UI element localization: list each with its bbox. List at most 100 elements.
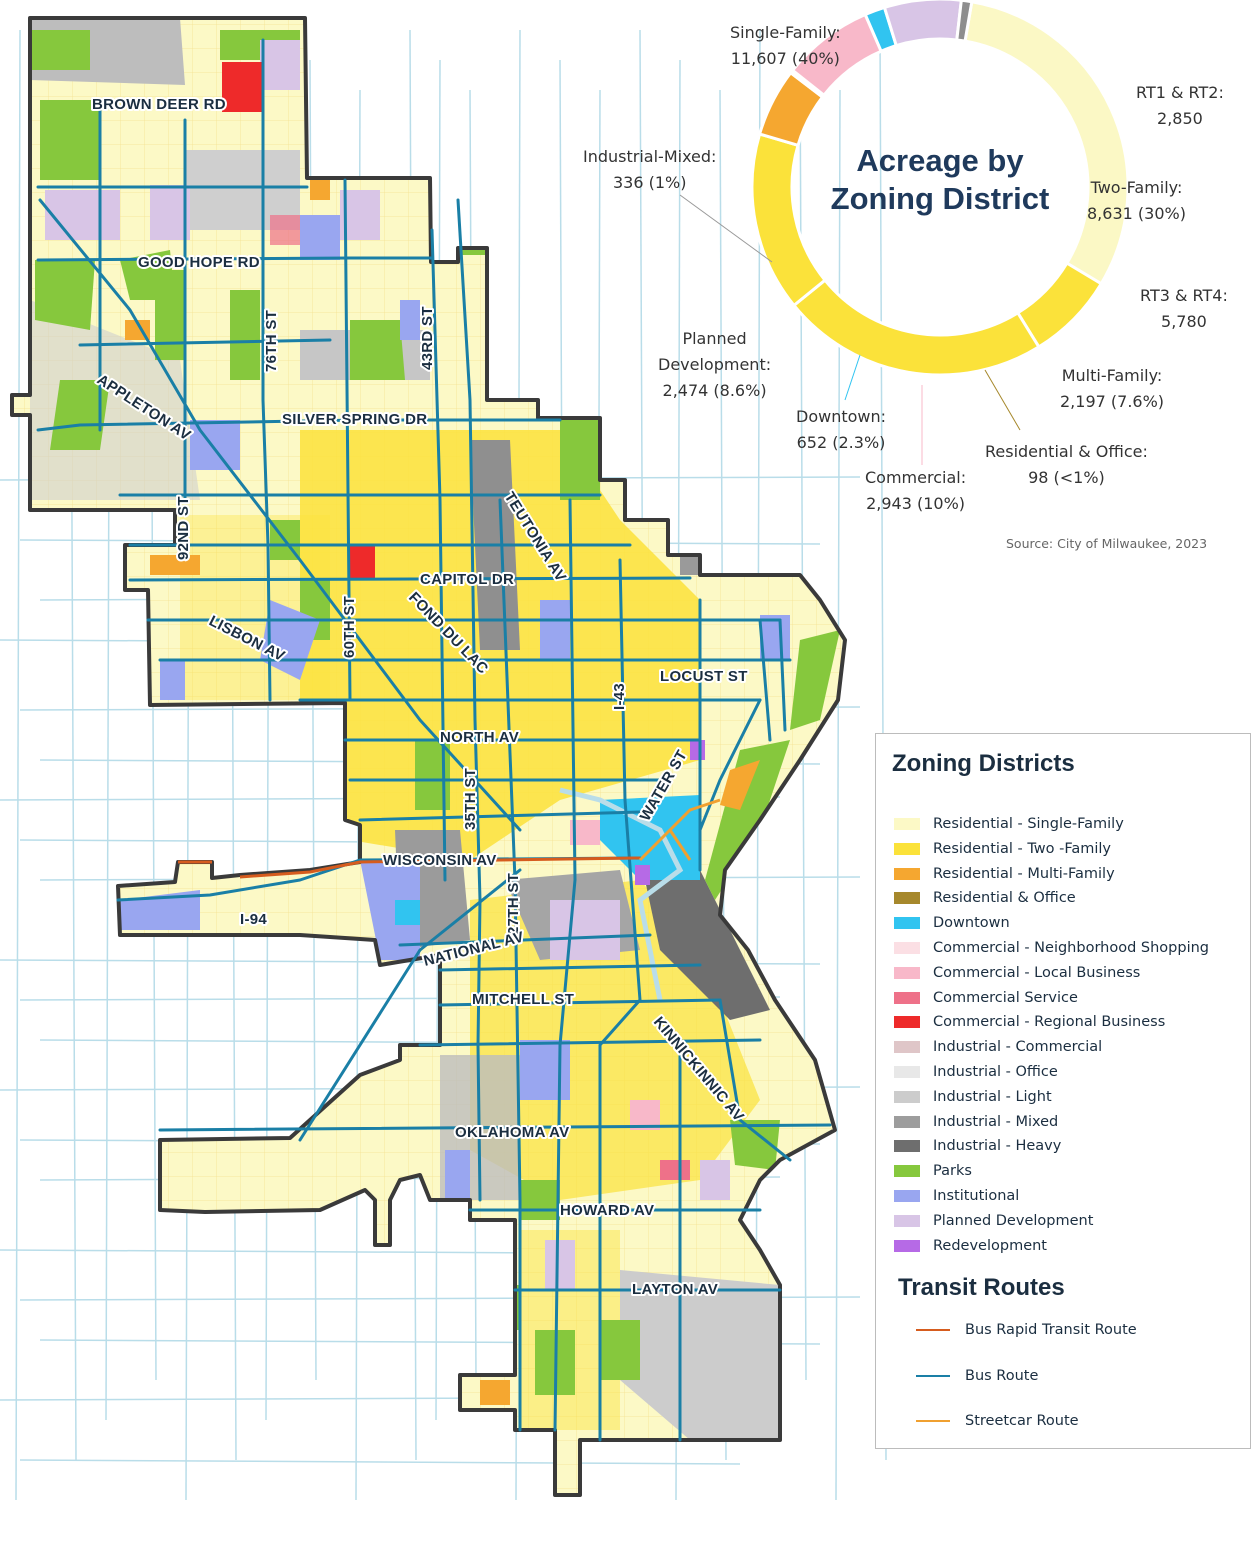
legend-swatch xyxy=(894,1140,920,1153)
legend-label: Residential & Office xyxy=(933,890,1076,907)
road-label-76th: 76TH ST xyxy=(263,310,280,372)
road-label-locust: LOCUST ST xyxy=(660,668,748,685)
road-label-mitchell: MITCHELL ST xyxy=(472,991,574,1008)
label-downtown: Downtown:652 (2.3%) xyxy=(796,407,887,452)
legend-route-bus-route: Bus Route xyxy=(916,1366,1038,1386)
legend-item-industrial-mixed: Industrial - Mixed xyxy=(894,1112,1058,1132)
legend-swatch xyxy=(894,966,920,979)
legend-swatch xyxy=(894,892,920,905)
donut-title-line1: Acreage by xyxy=(856,143,1024,178)
label-two-family: Two-Family:8,631 (30%) xyxy=(1087,178,1186,223)
label-industrial-mixed: Industrial-Mixed:336 (1%) xyxy=(583,147,717,192)
legend-label: Commercial - Neighborhood Shopping xyxy=(933,940,1209,956)
legend-swatch xyxy=(894,1165,920,1178)
road-label-howard: HOWARD AV xyxy=(560,1202,654,1219)
leader-downtown xyxy=(844,354,861,401)
leader-res-office xyxy=(984,369,1021,431)
legend-label: Residential - Two -Family xyxy=(933,840,1112,857)
bus-rapid-transit-route xyxy=(178,856,641,879)
legend-swatch xyxy=(894,842,920,855)
road-label-layton: LAYTON AV xyxy=(632,1281,718,1298)
road-label-27th: 27TH ST xyxy=(505,873,522,935)
legend-item-planned-development: Planned Development xyxy=(894,1211,1093,1231)
donut-slice-industrial-mixed xyxy=(955,0,974,43)
legend-item-residential-two-family: Residential - Two -Family xyxy=(894,839,1111,859)
legend-line xyxy=(916,1420,950,1422)
map-legend: Zoning Districts Residential - Single-Fa… xyxy=(875,733,1251,1449)
road-label-35th: 35TH ST xyxy=(462,768,479,830)
label-commercial: Commercial:2,943 (10%) xyxy=(865,468,967,513)
legend-swatch xyxy=(894,1090,920,1103)
label-multi-family: Multi-Family:2,197 (7.6%) xyxy=(1060,366,1165,411)
bus-route-network xyxy=(36,38,832,1442)
legend-swatch xyxy=(894,991,920,1004)
legend-label: Streetcar Route xyxy=(965,1413,1079,1429)
legend-label: Commercial Service xyxy=(933,989,1078,1006)
legend-swatch xyxy=(894,1115,920,1128)
road-label-north: NORTH AV xyxy=(440,729,519,746)
legend-label: Industrial - Light xyxy=(933,1088,1052,1105)
acreage-donut-chart xyxy=(750,0,1130,377)
legend-line xyxy=(916,1374,950,1377)
legend-item-commercial-service: Commercial Service xyxy=(894,988,1078,1008)
legend-item-commercial-local-business: Commercial - Local Business xyxy=(894,963,1140,983)
legend-item-parks: Parks xyxy=(894,1161,972,1181)
legend-item-residential-single-family: Residential - Single-Family xyxy=(894,814,1124,834)
leader-industrial-mixed xyxy=(679,194,773,263)
legend-swatch xyxy=(894,1214,920,1227)
label-single-family: Single-Family:11,607 (40%) xyxy=(730,23,841,68)
legend-item-industrial-office: Industrial - Office xyxy=(894,1062,1058,1082)
legend-label: Parks xyxy=(933,1163,972,1180)
legend-label: Residential - Single-Family xyxy=(933,816,1124,832)
road-label-i94: I-94 xyxy=(240,911,267,928)
legend-label: Industrial - Mixed xyxy=(933,1113,1059,1130)
road-label-43rd: 43RD ST xyxy=(419,306,436,370)
source-note: Source: City of Milwaukee, 2023 xyxy=(1006,536,1208,551)
label-rt3-rt4: RT3 & RT4:5,780 xyxy=(1140,286,1228,331)
legend-swatch xyxy=(894,1016,920,1029)
legend-label: Commercial - Regional Business xyxy=(933,1014,1166,1031)
legend-label: Residential - Multi-Family xyxy=(933,865,1115,882)
streetcar-route xyxy=(638,798,721,862)
legend-swatch xyxy=(894,1239,920,1252)
legend-label: Industrial - Office xyxy=(933,1064,1058,1080)
legend-swatch xyxy=(894,867,920,880)
legend-label: Bus Rapid Transit Route xyxy=(965,1322,1137,1338)
road-label-silver-spring: SILVER SPRING DR xyxy=(282,411,427,428)
donut-title-line2: Zoning District xyxy=(830,181,1050,216)
road-label-brown-deer: BROWN DEER RD xyxy=(92,96,226,113)
label-residential-office: Residential & Office:98 (<1%) xyxy=(985,442,1148,487)
legend-swatch xyxy=(894,1190,920,1202)
legend-item-industrial-light: Industrial - Light xyxy=(894,1087,1052,1107)
legend-item-redevelopment: Redevelopment xyxy=(894,1236,1047,1256)
legend-swatch xyxy=(894,942,920,954)
legend-item-residential-multi-family: Residential - Multi-Family xyxy=(894,864,1115,884)
road-label-60th: 60TH ST xyxy=(341,596,358,658)
legend-item-residential-office: Residential & Office xyxy=(894,888,1076,908)
donut-slice-two-family xyxy=(791,278,1041,377)
road-label-good-hope: GOOD HOPE RD xyxy=(138,254,260,271)
donut-title: Acreage by Zoning District xyxy=(800,142,1080,218)
legend-label: Industrial - Heavy xyxy=(933,1138,1062,1155)
legend-label: Institutional xyxy=(933,1188,1020,1204)
legend-item-commercial-regional-business: Commercial - Regional Business xyxy=(894,1012,1165,1032)
legend-route-streetcar-route: Streetcar Route xyxy=(916,1411,1079,1431)
road-label-i43: I-43 xyxy=(611,683,628,710)
legend-swatch xyxy=(894,818,920,830)
legend-item-industrial-commercial: Industrial - Commercial xyxy=(894,1037,1102,1057)
legend-route-bus-rapid-transit-route: Bus Rapid Transit Route xyxy=(916,1320,1137,1340)
legend-swatch xyxy=(894,917,920,930)
legend-swatch xyxy=(894,1066,920,1078)
legend-swatch xyxy=(894,1041,920,1054)
donut-leader-lines xyxy=(679,194,1021,465)
transit-legend-title: Transit Routes xyxy=(898,1274,1065,1301)
legend-label: Redevelopment xyxy=(933,1237,1047,1254)
legend-item-industrial-heavy: Industrial - Heavy xyxy=(894,1136,1061,1156)
road-label-oklahoma: OKLAHOMA AV xyxy=(455,1124,569,1141)
road-label-wisconsin: WISCONSIN AV xyxy=(383,852,497,869)
legend-item-downtown: Downtown xyxy=(894,913,1010,933)
donut-slice-planned-development xyxy=(882,0,963,48)
road-label-capitol: CAPITOL DR xyxy=(420,571,514,588)
